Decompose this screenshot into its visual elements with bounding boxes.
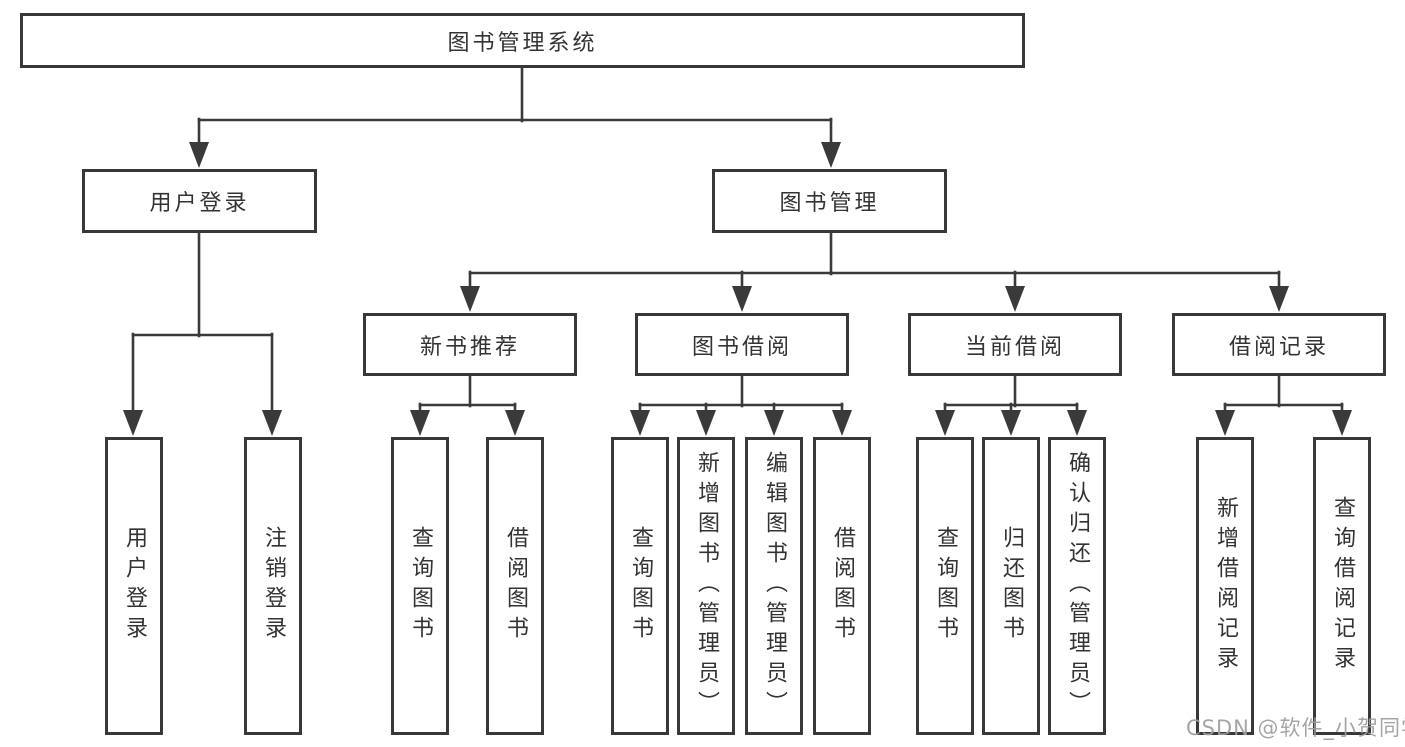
- node-root-system: 图书管理系统: [20, 13, 1025, 68]
- leaf-current-confirm-return-admin: 确认归还（管理员）: [1048, 437, 1106, 735]
- leaf-borrow-query-book: 查询图书: [611, 437, 669, 735]
- arrowheads: [123, 142, 1352, 436]
- node-root-label: 图书管理系统: [447, 30, 598, 56]
- node-current-borrow-label: 当前借阅: [964, 334, 1065, 360]
- leaf-recommend-borrow-book: 借阅图书: [486, 437, 544, 735]
- node-current-borrow: 当前借阅: [908, 313, 1122, 376]
- leaf-records-query-record: 查询借阅记录: [1313, 437, 1371, 735]
- leaf-recommend-query-book: 查询图书: [391, 437, 449, 735]
- node-user-login: 用户登录: [82, 169, 317, 233]
- leaf-borrow-query-book-label: 查询图书: [628, 526, 653, 646]
- leaf-current-query-book: 查询图书: [916, 437, 974, 735]
- leaf-current-query-book-label: 查询图书: [933, 526, 958, 646]
- leaf-borrow-add-book-admin: 新增图书（管理员）: [677, 437, 735, 735]
- leaf-recommend-borrow-book-label: 借阅图书: [503, 526, 528, 646]
- leaf-borrow-edit-book-admin: 编辑图书（管理员）: [745, 437, 803, 735]
- node-borrow-records-label: 借阅记录: [1228, 334, 1329, 360]
- leaf-current-confirm-return-admin-label: 确认归还（管理员）: [1065, 451, 1090, 721]
- node-book-borrow: 图书借阅: [635, 313, 849, 376]
- node-new-book-recommend: 新书推荐: [363, 313, 577, 376]
- leaf-borrow-borrow-book: 借阅图书: [813, 437, 871, 735]
- node-book-management-label: 图书管理: [779, 191, 880, 216]
- leaf-current-return-book: 归还图书: [982, 437, 1040, 735]
- leaf-borrow-add-book-admin-label: 新增图书（管理员）: [694, 451, 719, 721]
- leaf-borrow-edit-book-admin-label: 编辑图书（管理员）: [762, 451, 787, 721]
- csdn-watermark: CSDN @软件_小贺同学: [1186, 716, 1405, 740]
- node-book-management: 图书管理: [712, 169, 947, 233]
- leaf-current-return-book-label: 归还图书: [999, 526, 1024, 646]
- leaf-recommend-query-book-label: 查询图书: [408, 526, 433, 646]
- leaf-logout: 注销登录: [244, 437, 302, 735]
- node-book-borrow-label: 图书借阅: [691, 334, 792, 360]
- leaf-records-query-record-label: 查询借阅记录: [1330, 496, 1355, 676]
- leaf-user-login: 用户登录: [105, 437, 163, 735]
- leaf-records-add-record: 新增借阅记录: [1196, 437, 1254, 735]
- leaf-records-add-record-label: 新增借阅记录: [1213, 496, 1238, 676]
- leaf-logout-label: 注销登录: [261, 526, 286, 646]
- node-borrow-records: 借阅记录: [1172, 313, 1386, 376]
- leaf-borrow-borrow-book-label: 借阅图书: [830, 526, 855, 646]
- leaf-user-login-label: 用户登录: [122, 526, 147, 646]
- node-user-login-label: 用户登录: [149, 191, 250, 216]
- node-new-book-recommend-label: 新书推荐: [419, 334, 520, 360]
